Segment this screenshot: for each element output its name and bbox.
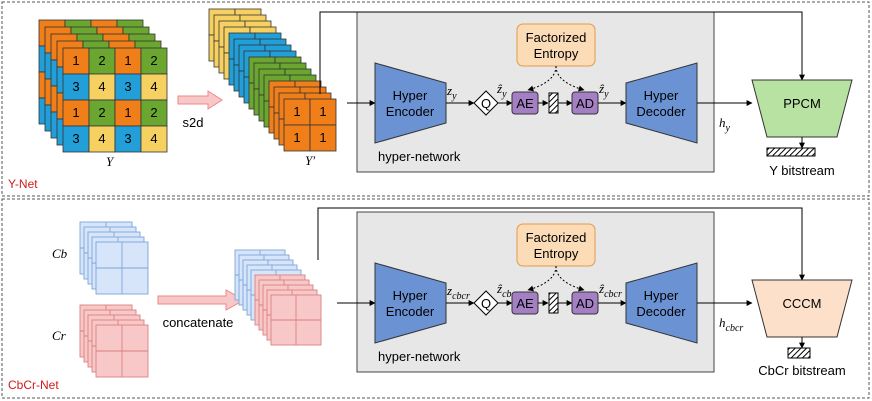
concatenate-arrow <box>157 289 246 311</box>
y-cell-label: 2 <box>98 105 105 120</box>
y-cell <box>114 47 142 75</box>
cbcrnet-bitstream-bar <box>787 347 811 359</box>
y-cell <box>140 125 168 153</box>
cb-stack <box>79 221 149 295</box>
cr-label: Cr <box>52 328 67 343</box>
ynet-z-label: zy <box>446 83 457 102</box>
y-cell-label: 3 <box>124 79 131 94</box>
ynet-entropy-to-ae <box>527 65 557 92</box>
y-cell-label: 4 <box>98 79 105 94</box>
y-cell-label: 1 <box>72 53 79 68</box>
y-prime-cell <box>283 124 311 152</box>
y-prime-cell-label: 1 <box>319 104 326 119</box>
y-cell-label: 3 <box>72 131 79 146</box>
y-cell <box>62 99 90 127</box>
cbcrnet-frame <box>1 198 870 399</box>
ynet-ae-label: AE <box>516 96 534 111</box>
y-cell <box>62 73 90 101</box>
cbcrnet-bitstream-label: CbCr bitstream <box>758 363 845 378</box>
cbcrnet-skip-arrow <box>317 207 805 281</box>
cr-stack <box>79 304 149 378</box>
y-cell-label: 2 <box>150 53 157 68</box>
y-image-stack: 1 2 1 2 3 4 3 4 1 2 1 2 3 4 3 4 <box>38 19 168 153</box>
cbcrnet-quantizer-label: Q <box>481 296 491 311</box>
ynet-ad-label: AD <box>576 96 594 111</box>
y-cell-label: 4 <box>150 79 157 94</box>
y-cell-label: 3 <box>72 79 79 94</box>
y-cell <box>88 125 116 153</box>
ynet-frame <box>1 1 870 197</box>
ynet-quantizer <box>473 90 499 116</box>
cbcrnet-context-model-label: CCCM <box>783 296 822 311</box>
y-cell-label: 4 <box>150 131 157 146</box>
cbcrnet-hyper-decoder <box>625 262 698 344</box>
y-cell-label: 1 <box>124 105 131 120</box>
y-prime-cell <box>309 124 337 152</box>
ynet-hyper-decoder <box>625 62 698 144</box>
ynet-bitstream-bar <box>766 147 816 157</box>
ynet-zhat-label: ẑy <box>496 81 507 100</box>
ynet-context-model-label: PPCM <box>783 96 821 111</box>
y-prime-cell-label: 1 <box>319 130 326 145</box>
y-label: Y <box>106 154 115 169</box>
ynet-hyper-bitstream <box>548 92 559 114</box>
cbcrnet-quantizer <box>473 290 499 316</box>
cbcrnet-zhat-label: ẑcbcr <box>496 281 520 300</box>
y-cell <box>88 47 116 75</box>
y-cell-label: 1 <box>124 53 131 68</box>
y-cell-label: 4 <box>98 131 105 146</box>
ynet-skip-arrow <box>319 11 805 94</box>
cbcrnet-hyper-network-label: hyper-network <box>378 349 461 364</box>
cbcrnet-entropy-to-ad <box>555 265 585 292</box>
cbcrnet-section-label: CbCr-Net <box>8 378 59 392</box>
y-cell-label: 2 <box>150 105 157 120</box>
ynet-h-label: hy <box>719 115 731 134</box>
cbcrnet-context-model <box>751 279 853 338</box>
concatenate-label: concatenate <box>163 315 234 330</box>
ynet-hyper-network-label: hyper-network <box>378 149 461 164</box>
ynet-context-model <box>751 79 853 138</box>
y-cell <box>114 99 142 127</box>
ynet-quantizer-label: Q <box>481 96 491 111</box>
ynet-section-label: Y-Net <box>8 177 38 191</box>
y-cell <box>140 47 168 75</box>
y-prime-stack: 1 1 1 1 <box>208 8 337 152</box>
y-cell <box>114 73 142 101</box>
cbcrnet-hyper-encoder <box>374 262 447 344</box>
s2d-arrow <box>177 90 223 110</box>
cbcrnet-z-label: zcbcr <box>446 283 470 302</box>
y-prime-cell-label: 1 <box>293 104 300 119</box>
ynet-zhat2-label: ẑy <box>598 81 609 100</box>
y-prime-cell-label: 1 <box>293 130 300 145</box>
ynet-hyper-encoder <box>374 62 447 144</box>
y-cell-label: 1 <box>72 105 79 120</box>
cbcrnet-hyper-bitstream <box>548 292 559 314</box>
cbcrnet-h-label: hcbcr <box>719 315 743 334</box>
cbcrnet-ae-label: AE <box>516 296 534 311</box>
y-cell <box>88 99 116 127</box>
cbcrnet-ad-label: AD <box>576 296 594 311</box>
s2d-label: s2d <box>183 115 204 130</box>
cbcr-concat-stack <box>234 249 322 346</box>
y-cell-label: 3 <box>124 131 131 146</box>
cb-label: Cb <box>52 246 68 261</box>
cbcrnet-entropy-to-ae <box>527 265 557 292</box>
ynet-bitstream-label: Y bitstream <box>769 163 835 178</box>
cbcrnet-zhat2-label: ẑcbcr <box>598 281 622 300</box>
ynet-entropy-to-ad <box>555 65 585 92</box>
y-cell <box>62 125 90 153</box>
y-prime-label: Y′ <box>305 153 315 168</box>
y-cell-label: 2 <box>98 53 105 68</box>
